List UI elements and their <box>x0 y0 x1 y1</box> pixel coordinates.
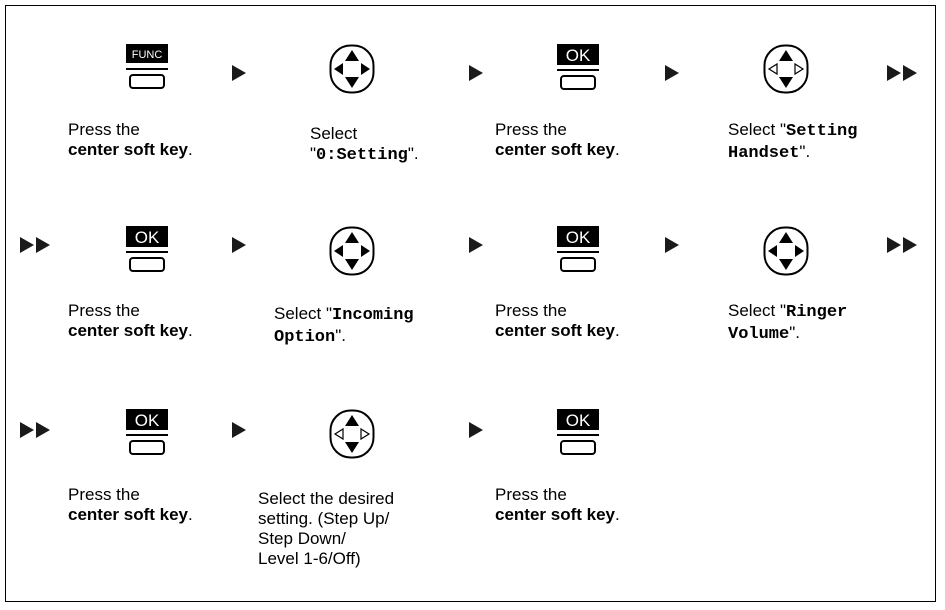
func-soft-key-icon: FUNC <box>126 44 168 89</box>
triangle-right-icon <box>665 65 679 81</box>
svg-text:OK: OK <box>135 411 160 430</box>
ok-soft-key-icon: OK <box>126 409 168 455</box>
navigator-key-icon <box>329 44 375 94</box>
double-triangle-right-icon <box>887 65 917 81</box>
triangle-right-icon <box>469 422 483 438</box>
svg-text:OK: OK <box>566 46 591 65</box>
double-triangle-right-icon <box>20 422 50 438</box>
ok-soft-key-icon: OK <box>557 409 599 455</box>
svg-text:OK: OK <box>135 228 160 247</box>
svg-text:OK: OK <box>566 228 591 247</box>
navigator-updown-key-icon <box>329 409 375 459</box>
caption-select-setting: Select "0:Setting". <box>310 124 419 165</box>
caption-press-center-soft-key: Press the center soft key. <box>495 485 620 524</box>
navigator-key-icon <box>763 226 809 276</box>
caption-press-center-soft-key: Press the center soft key. <box>495 120 620 159</box>
caption-select-setting-handset: Select "Setting Handset". <box>728 120 858 163</box>
double-triangle-right-icon <box>20 237 50 253</box>
caption-press-center-soft-key: Press the center soft key. <box>68 120 193 159</box>
ok-soft-key-icon: OK <box>126 226 168 272</box>
caption-press-center-soft-key: Press the center soft key. <box>68 485 193 524</box>
caption-select-ringer-volume: Select "Ringer Volume". <box>728 301 848 344</box>
triangle-right-icon <box>469 237 483 253</box>
triangle-right-icon <box>469 65 483 81</box>
triangle-right-icon <box>665 237 679 253</box>
triangle-right-icon <box>232 65 246 81</box>
caption-press-center-soft-key: Press the center soft key. <box>495 301 620 340</box>
navigator-key-icon <box>329 226 375 276</box>
triangle-right-icon <box>232 422 246 438</box>
instruction-frame <box>5 5 936 602</box>
ok-soft-key-icon: OK <box>557 226 599 272</box>
svg-text:FUNC: FUNC <box>132 49 163 61</box>
navigator-updown-key-icon <box>763 44 809 94</box>
caption-select-desired-setting: Select the desired setting. (Step Up/ St… <box>258 489 395 568</box>
triangle-right-icon <box>232 237 246 253</box>
double-triangle-right-icon <box>887 237 917 253</box>
svg-text:OK: OK <box>566 411 591 430</box>
caption-select-incoming-option: Select "Incoming Option". <box>274 304 414 347</box>
ok-soft-key-icon: OK <box>557 44 599 90</box>
caption-press-center-soft-key: Press the center soft key. <box>68 301 193 340</box>
